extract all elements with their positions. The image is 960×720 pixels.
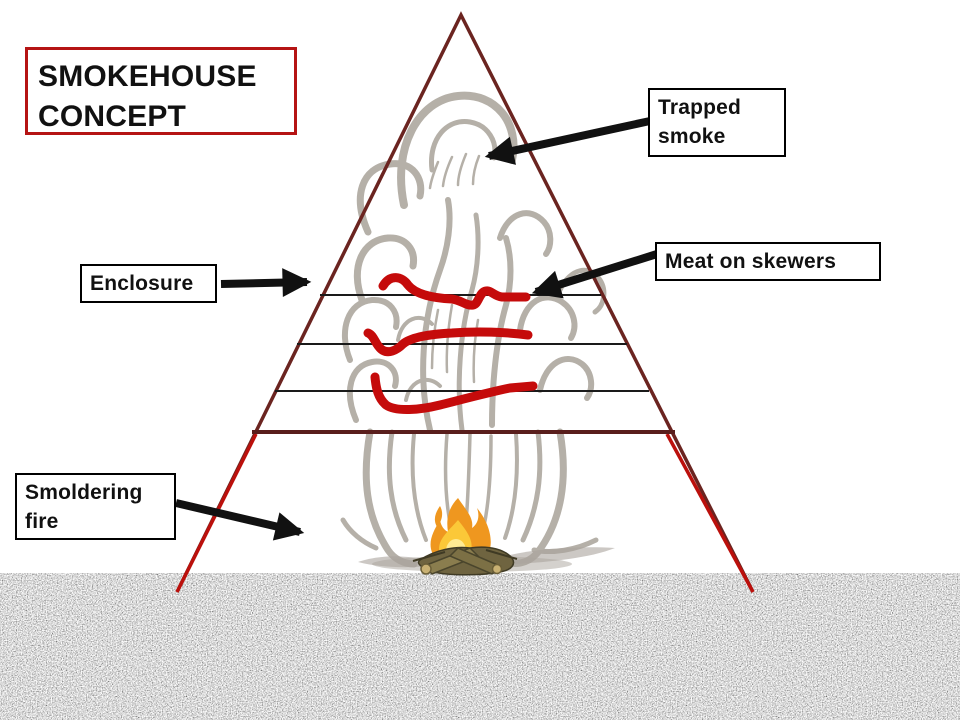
campfire: [412, 498, 518, 576]
callout-smoldering-fire: Smoldering fire: [15, 473, 176, 540]
meat-piece: [378, 273, 531, 310]
arrow-smoldering-fire: [175, 499, 305, 541]
log-end: [491, 563, 503, 575]
meat-pieces: [363, 273, 538, 414]
flame-tongue: [434, 506, 443, 527]
twig: [412, 549, 518, 562]
callout-enclosure-label: Enclosure: [90, 272, 194, 295]
slide-title: SMOKEHOUSE CONCEPT: [38, 60, 257, 133]
arrow-meat-on-skewers: [531, 250, 659, 299]
callout-trapped-smoke: Trapped smoke: [648, 88, 786, 157]
callout-trapped-smoke-label: Trapped smoke: [658, 96, 742, 148]
enclosure-upper-legs: [175, 11, 755, 593]
ground-texture: [0, 573, 960, 720]
log-end: [420, 563, 432, 575]
callout-meat-on-skewers: Meat on skewers: [655, 242, 881, 281]
arrow-enclosure: [220, 268, 312, 297]
callout-smoldering-fire-label: Smoldering fire: [25, 481, 143, 533]
callout-enclosure: Enclosure: [80, 264, 217, 303]
slide-title-box: SMOKEHOUSE CONCEPT: [25, 47, 297, 135]
meat-piece: [363, 327, 533, 357]
callout-meat-on-skewers-label: Meat on skewers: [665, 250, 837, 273]
callout-arrows: [175, 117, 659, 541]
meat-piece: [370, 372, 538, 414]
arrow-trapped-smoke: [484, 117, 651, 165]
